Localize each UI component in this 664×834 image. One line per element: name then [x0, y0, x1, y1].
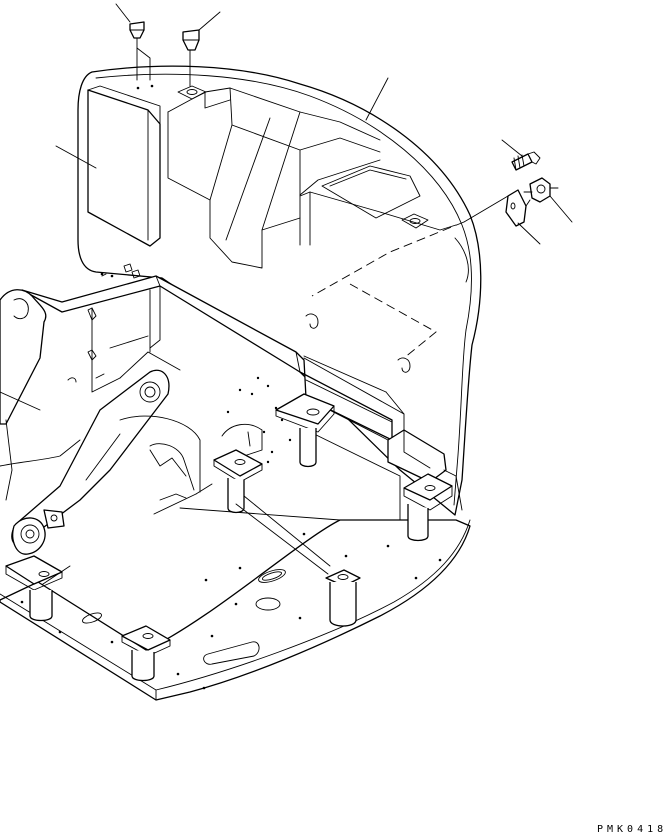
drawing-code: PMK0418: [597, 824, 664, 834]
mount-pedestal-mid: [213, 449, 331, 575]
mount-pedestal-right: [403, 473, 453, 542]
mount-pedestal-center: [275, 393, 335, 468]
top-mount-pad: [177, 85, 207, 100]
bolt-part: [501, 139, 541, 171]
boom-bracket: [0, 289, 170, 555]
plate-part: [463, 189, 541, 245]
mount-pedestal-left: [5, 555, 63, 622]
hidden-lines: [305, 221, 465, 373]
rear-cover-assembly: [77, 65, 482, 516]
side-panel: [87, 85, 161, 247]
cap-part-right: [182, 11, 221, 87]
latch-part: [523, 177, 573, 223]
revolving-floor-plate: [0, 376, 471, 701]
cap-part-left: [115, 3, 151, 81]
mount-pedestal-front: [325, 569, 361, 627]
mount-pedestal-bottom: [121, 625, 171, 682]
deck-outline: [119, 415, 463, 521]
